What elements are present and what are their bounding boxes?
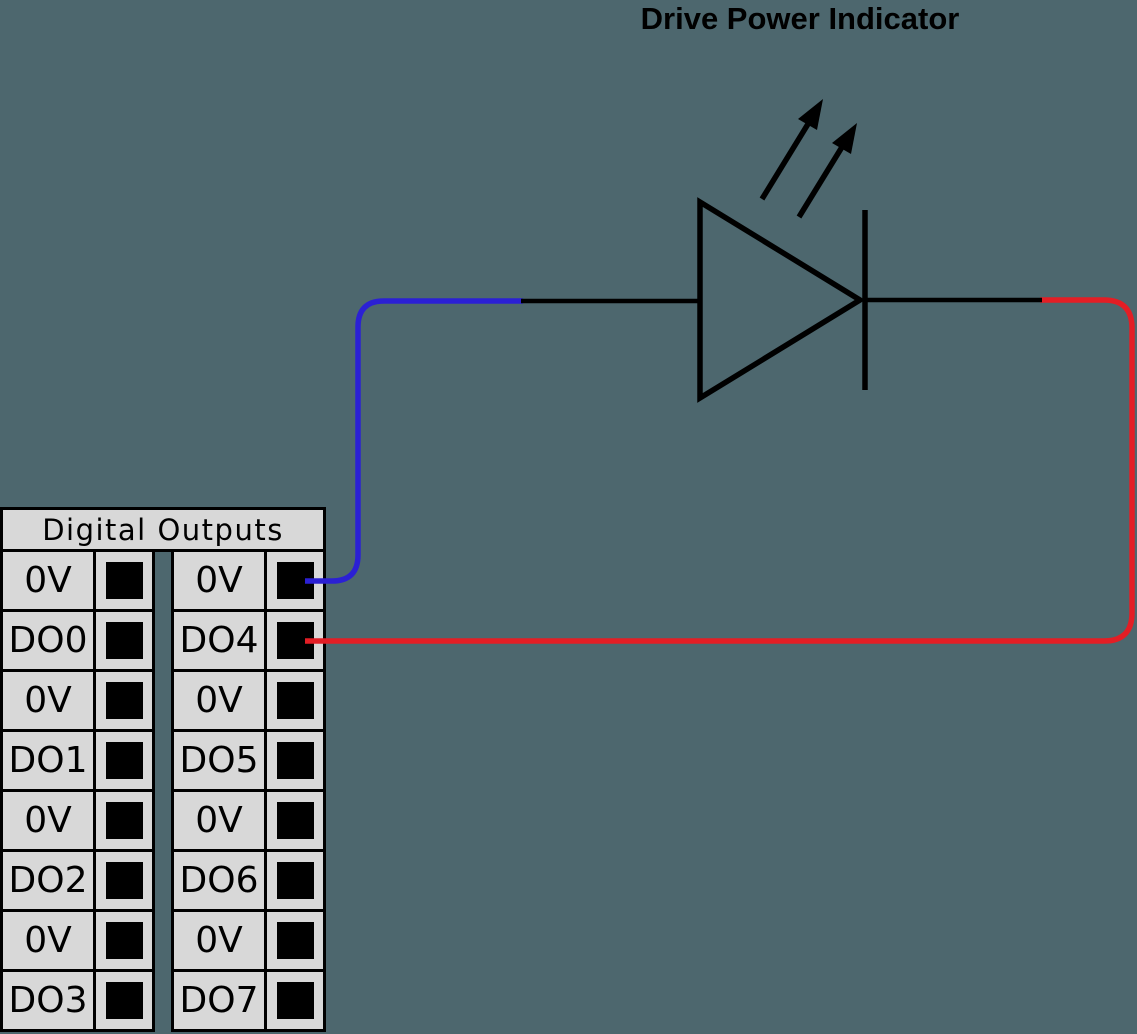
terminal-cell <box>96 732 152 789</box>
terminal-label-do1: DO1 <box>3 732 93 789</box>
terminal-label-do5: DO5 <box>174 732 264 789</box>
terminal-cell-do4-wired <box>267 612 323 669</box>
terminal-square <box>105 922 143 959</box>
terminal-square <box>105 682 143 719</box>
red-wire-do4 <box>305 297 1135 644</box>
terminal-group-left: 0V DO0 0V DO1 0V DO2 0V DO3 <box>0 549 155 1032</box>
terminal-label-0v: 0V <box>3 672 93 729</box>
terminal-block: Digital Outputs 0V DO0 0V DO1 0V DO2 0V … <box>0 507 326 1032</box>
terminal-cell <box>267 732 323 789</box>
terminal-label-0v: 0V <box>174 792 264 849</box>
led-triangle <box>697 197 866 403</box>
terminal-cell <box>96 852 152 909</box>
terminal-square <box>276 862 314 899</box>
led-light-arrow-1-head <box>798 99 823 130</box>
terminal-square <box>276 922 314 959</box>
terminal-square <box>105 862 143 899</box>
terminal-cell <box>96 552 152 609</box>
terminal-cell <box>96 612 152 669</box>
terminal-square <box>276 562 314 599</box>
terminal-label-0v: 0V <box>3 552 93 609</box>
terminal-cell <box>96 792 152 849</box>
terminal-label-0v: 0V <box>3 912 93 969</box>
terminal-square <box>105 982 143 1019</box>
terminal-block-body: 0V DO0 0V DO1 0V DO2 0V DO3 0V D <box>0 549 326 1032</box>
terminal-block-header: Digital Outputs <box>0 507 326 552</box>
terminal-square <box>276 982 314 1019</box>
terminal-square <box>276 622 314 659</box>
led-light-arrow-1-shaft <box>759 122 811 201</box>
terminal-label-0v: 0V <box>174 912 264 969</box>
terminal-cell <box>96 972 152 1029</box>
terminal-cell <box>267 852 323 909</box>
terminal-cell <box>267 792 323 849</box>
terminal-cell <box>96 912 152 969</box>
terminal-cell <box>267 972 323 1029</box>
terminal-cell-0v-wired <box>267 552 323 609</box>
terminal-label-do4: DO4 <box>174 612 264 669</box>
terminal-square <box>276 682 314 719</box>
terminal-label-0v: 0V <box>3 792 93 849</box>
terminal-square <box>276 742 314 779</box>
terminal-label-do6: DO6 <box>174 852 264 909</box>
terminal-square <box>105 802 143 839</box>
terminal-label-do0: DO0 <box>3 612 93 669</box>
led-light-arrow-2-head <box>832 123 857 154</box>
terminal-cell <box>267 912 323 969</box>
terminal-square <box>105 742 143 779</box>
terminal-cell <box>96 672 152 729</box>
blue-wire-0v <box>305 298 523 584</box>
terminal-label-0v: 0V <box>174 552 264 609</box>
terminal-cell <box>267 672 323 729</box>
terminal-label-do2: DO2 <box>3 852 93 909</box>
terminal-square <box>105 562 143 599</box>
diagram-title: Drive Power Indicator <box>640 1 960 36</box>
terminal-square <box>276 802 314 839</box>
terminal-square <box>105 622 143 659</box>
led-light-arrow-2-shaft <box>796 145 845 219</box>
terminal-label-do3: DO3 <box>3 972 93 1029</box>
terminal-label-do7: DO7 <box>174 972 264 1029</box>
terminal-group-right: 0V DO4 0V DO5 0V DO6 0V DO7 <box>171 549 326 1032</box>
terminal-label-0v: 0V <box>174 672 264 729</box>
